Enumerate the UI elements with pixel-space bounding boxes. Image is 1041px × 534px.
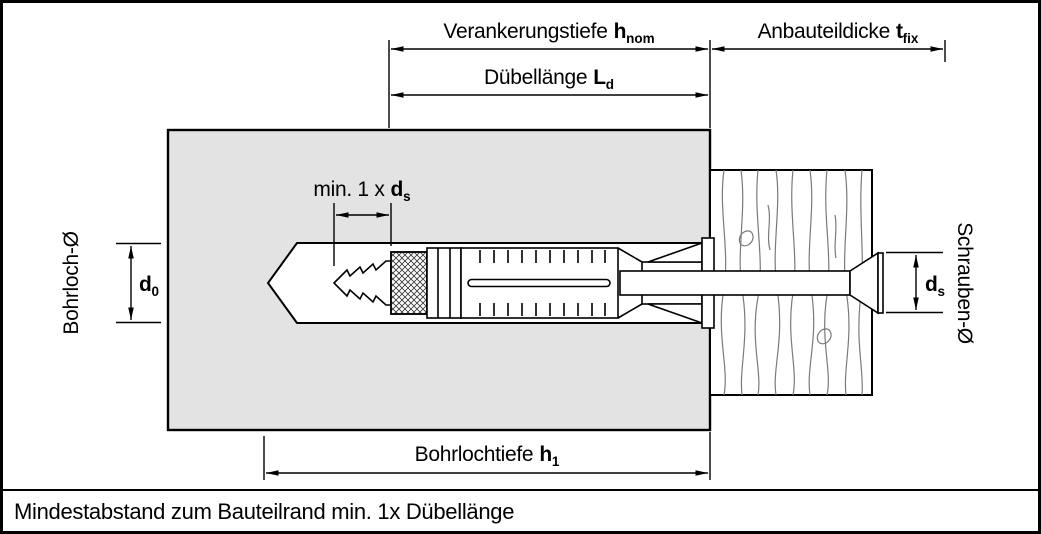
wood-grain-line	[739, 170, 746, 395]
label-drill-hole-diameter: Bohrloch-Ø	[60, 231, 83, 334]
plug-expansion-body	[460, 247, 619, 319]
wood-grain-line	[767, 204, 771, 251]
plug-front-hatch	[390, 251, 428, 315]
wood-grain-line	[754, 170, 761, 395]
wood-grain-line	[843, 170, 850, 395]
wood-grain-line	[858, 170, 863, 395]
screw	[619, 251, 884, 315]
drill-hole-outline	[266, 242, 710, 324]
wall-plug	[332, 237, 715, 329]
plug-ribbed-section	[426, 247, 462, 319]
expansion-fins-top	[479, 250, 606, 263]
label-drill-hole-diameter-symbol: d0	[139, 273, 159, 299]
expansion-fins-bottom	[479, 303, 606, 316]
screw-head-face	[877, 252, 884, 314]
wood-grain-line	[834, 214, 837, 259]
wood-grain-line	[808, 170, 815, 395]
expansion-slot	[467, 278, 611, 288]
footnote-text: Mindestabstand zum Bauteilrand min. 1x D…	[14, 499, 514, 524]
wood-knot	[816, 328, 832, 345]
wood-grain-line	[824, 170, 830, 395]
wood-grain	[720, 170, 863, 395]
plug-taper	[617, 247, 643, 319]
label-screw-diameter-symbol: ds	[925, 273, 945, 299]
plug-rib-lines	[437, 248, 451, 318]
wood-grain-line	[790, 170, 796, 395]
footer: Mindestabstand zum Bauteilrand min. 1x D…	[2, 489, 1039, 524]
wood-knot	[738, 230, 754, 247]
label-screw-diameter: Schrauben-Ø	[953, 222, 976, 344]
screw-shaft	[619, 270, 851, 296]
